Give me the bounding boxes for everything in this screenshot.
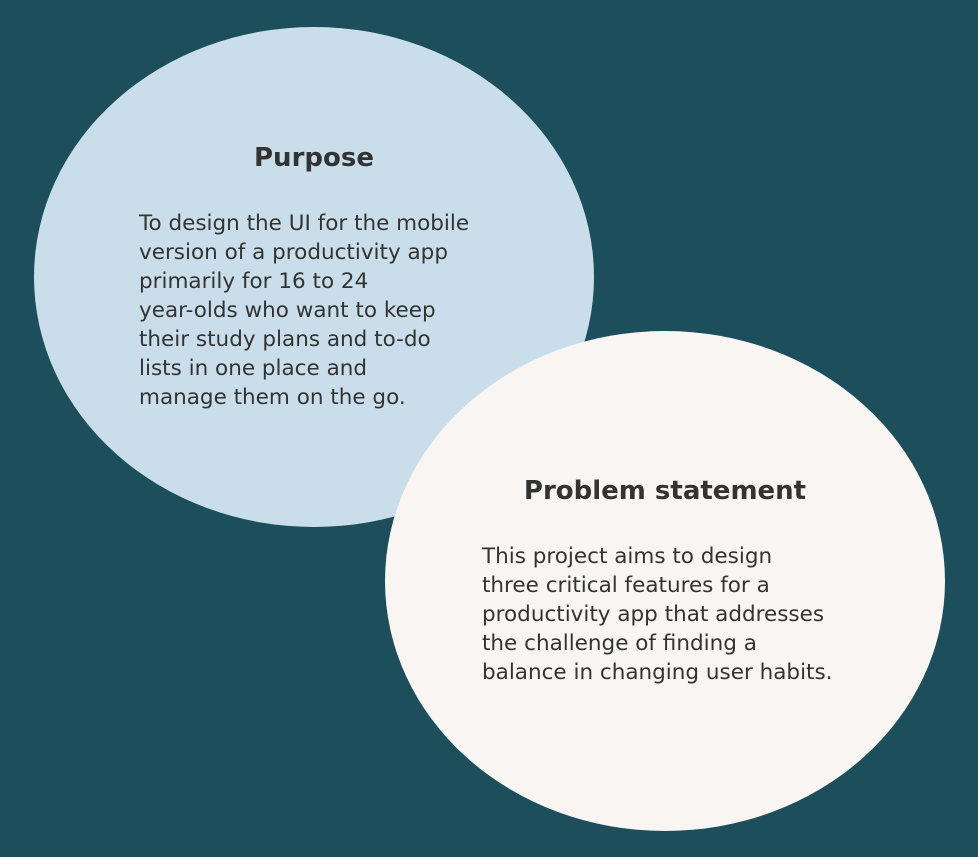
purpose-line: lists in one place and — [139, 356, 368, 381]
problem-line: This project aims to design — [482, 544, 773, 569]
problem-statement-ellipse: Problem statement This project aims to d… — [385, 331, 945, 831]
purpose-ellipse: Purpose To design the UI for the mobile … — [34, 27, 594, 527]
problem-statement-description: This project aims to design three critic… — [482, 542, 833, 687]
purpose-line: their study plans and to-do — [139, 327, 431, 352]
purpose-description: To design the UI for the mobile version … — [139, 209, 469, 412]
purpose-line: primarily for 16 to 24 — [139, 269, 369, 294]
purpose-line: year-olds who want to keep — [139, 298, 436, 323]
problem-line: balance in changing user habits. — [482, 660, 833, 685]
purpose-title: Purpose — [254, 143, 374, 173]
purpose-line: version of a productivity app — [139, 240, 448, 265]
purpose-line: To design the UI for the mobile — [139, 211, 470, 236]
problem-line: the challenge of finding a — [482, 631, 757, 656]
problem-statement-title: Problem statement — [523, 476, 807, 506]
problem-line: productivity app that addresses — [482, 602, 825, 627]
problem-line: three critical features for a — [482, 573, 770, 598]
purpose-line: manage them on the go. — [139, 385, 406, 410]
